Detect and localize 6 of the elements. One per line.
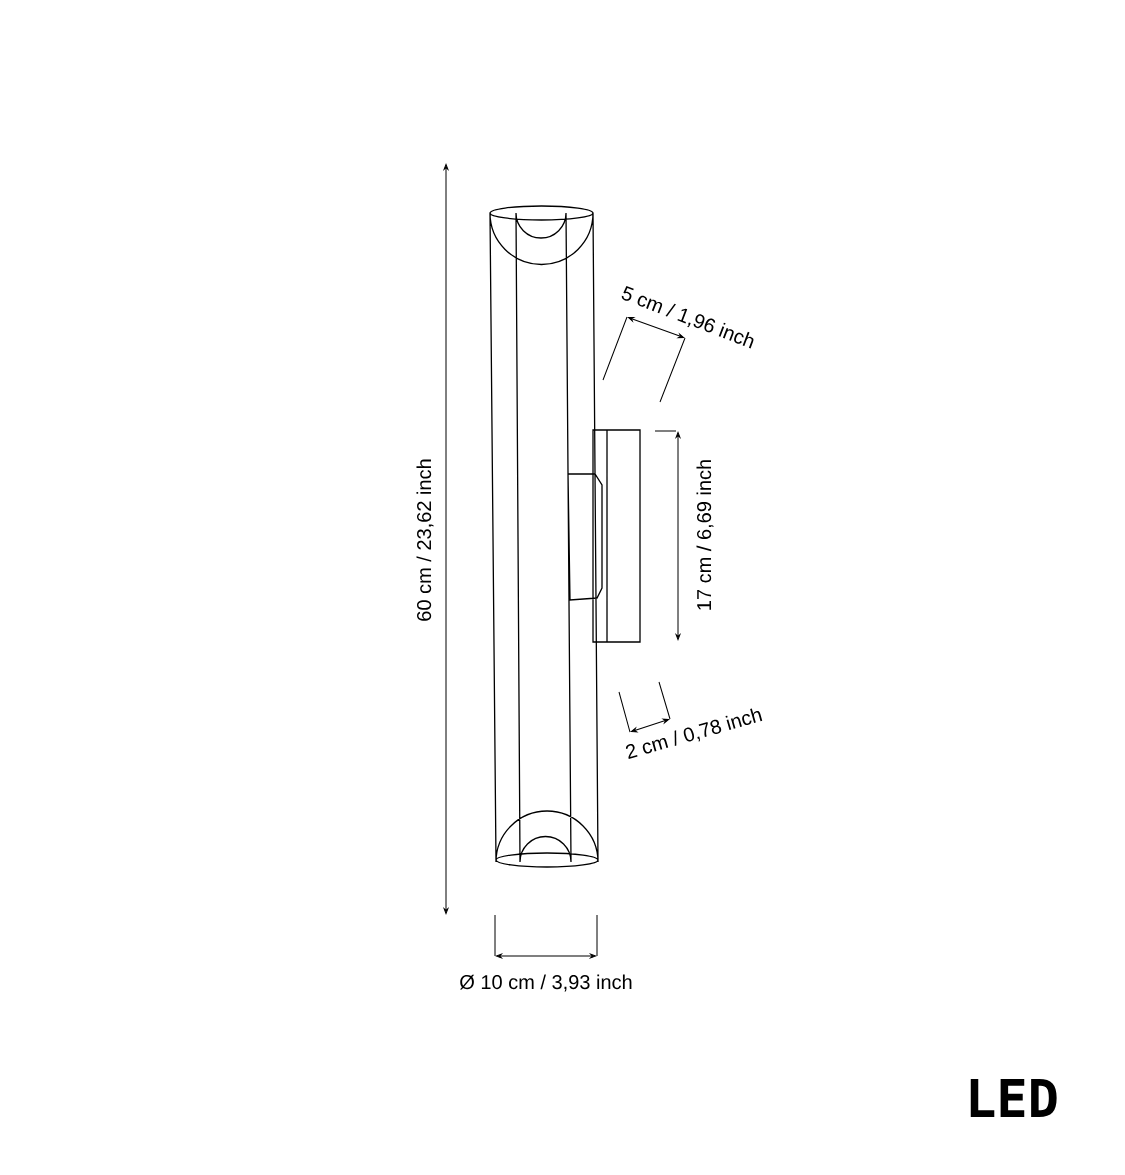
dimension-label: 5 cm / 1,96 inch: [621, 286, 754, 349]
dimension-label: 17 cm / 6,69 inch: [696, 460, 714, 610]
dimension-label: Ø 10 cm / 3,93 inch: [460, 974, 632, 992]
led-label: LED: [970, 1079, 1057, 1117]
dimension-label: 2 cm / 0,78 inch: [625, 708, 763, 759]
dimension-label: 60 cm / 23,62 inch: [416, 459, 434, 621]
